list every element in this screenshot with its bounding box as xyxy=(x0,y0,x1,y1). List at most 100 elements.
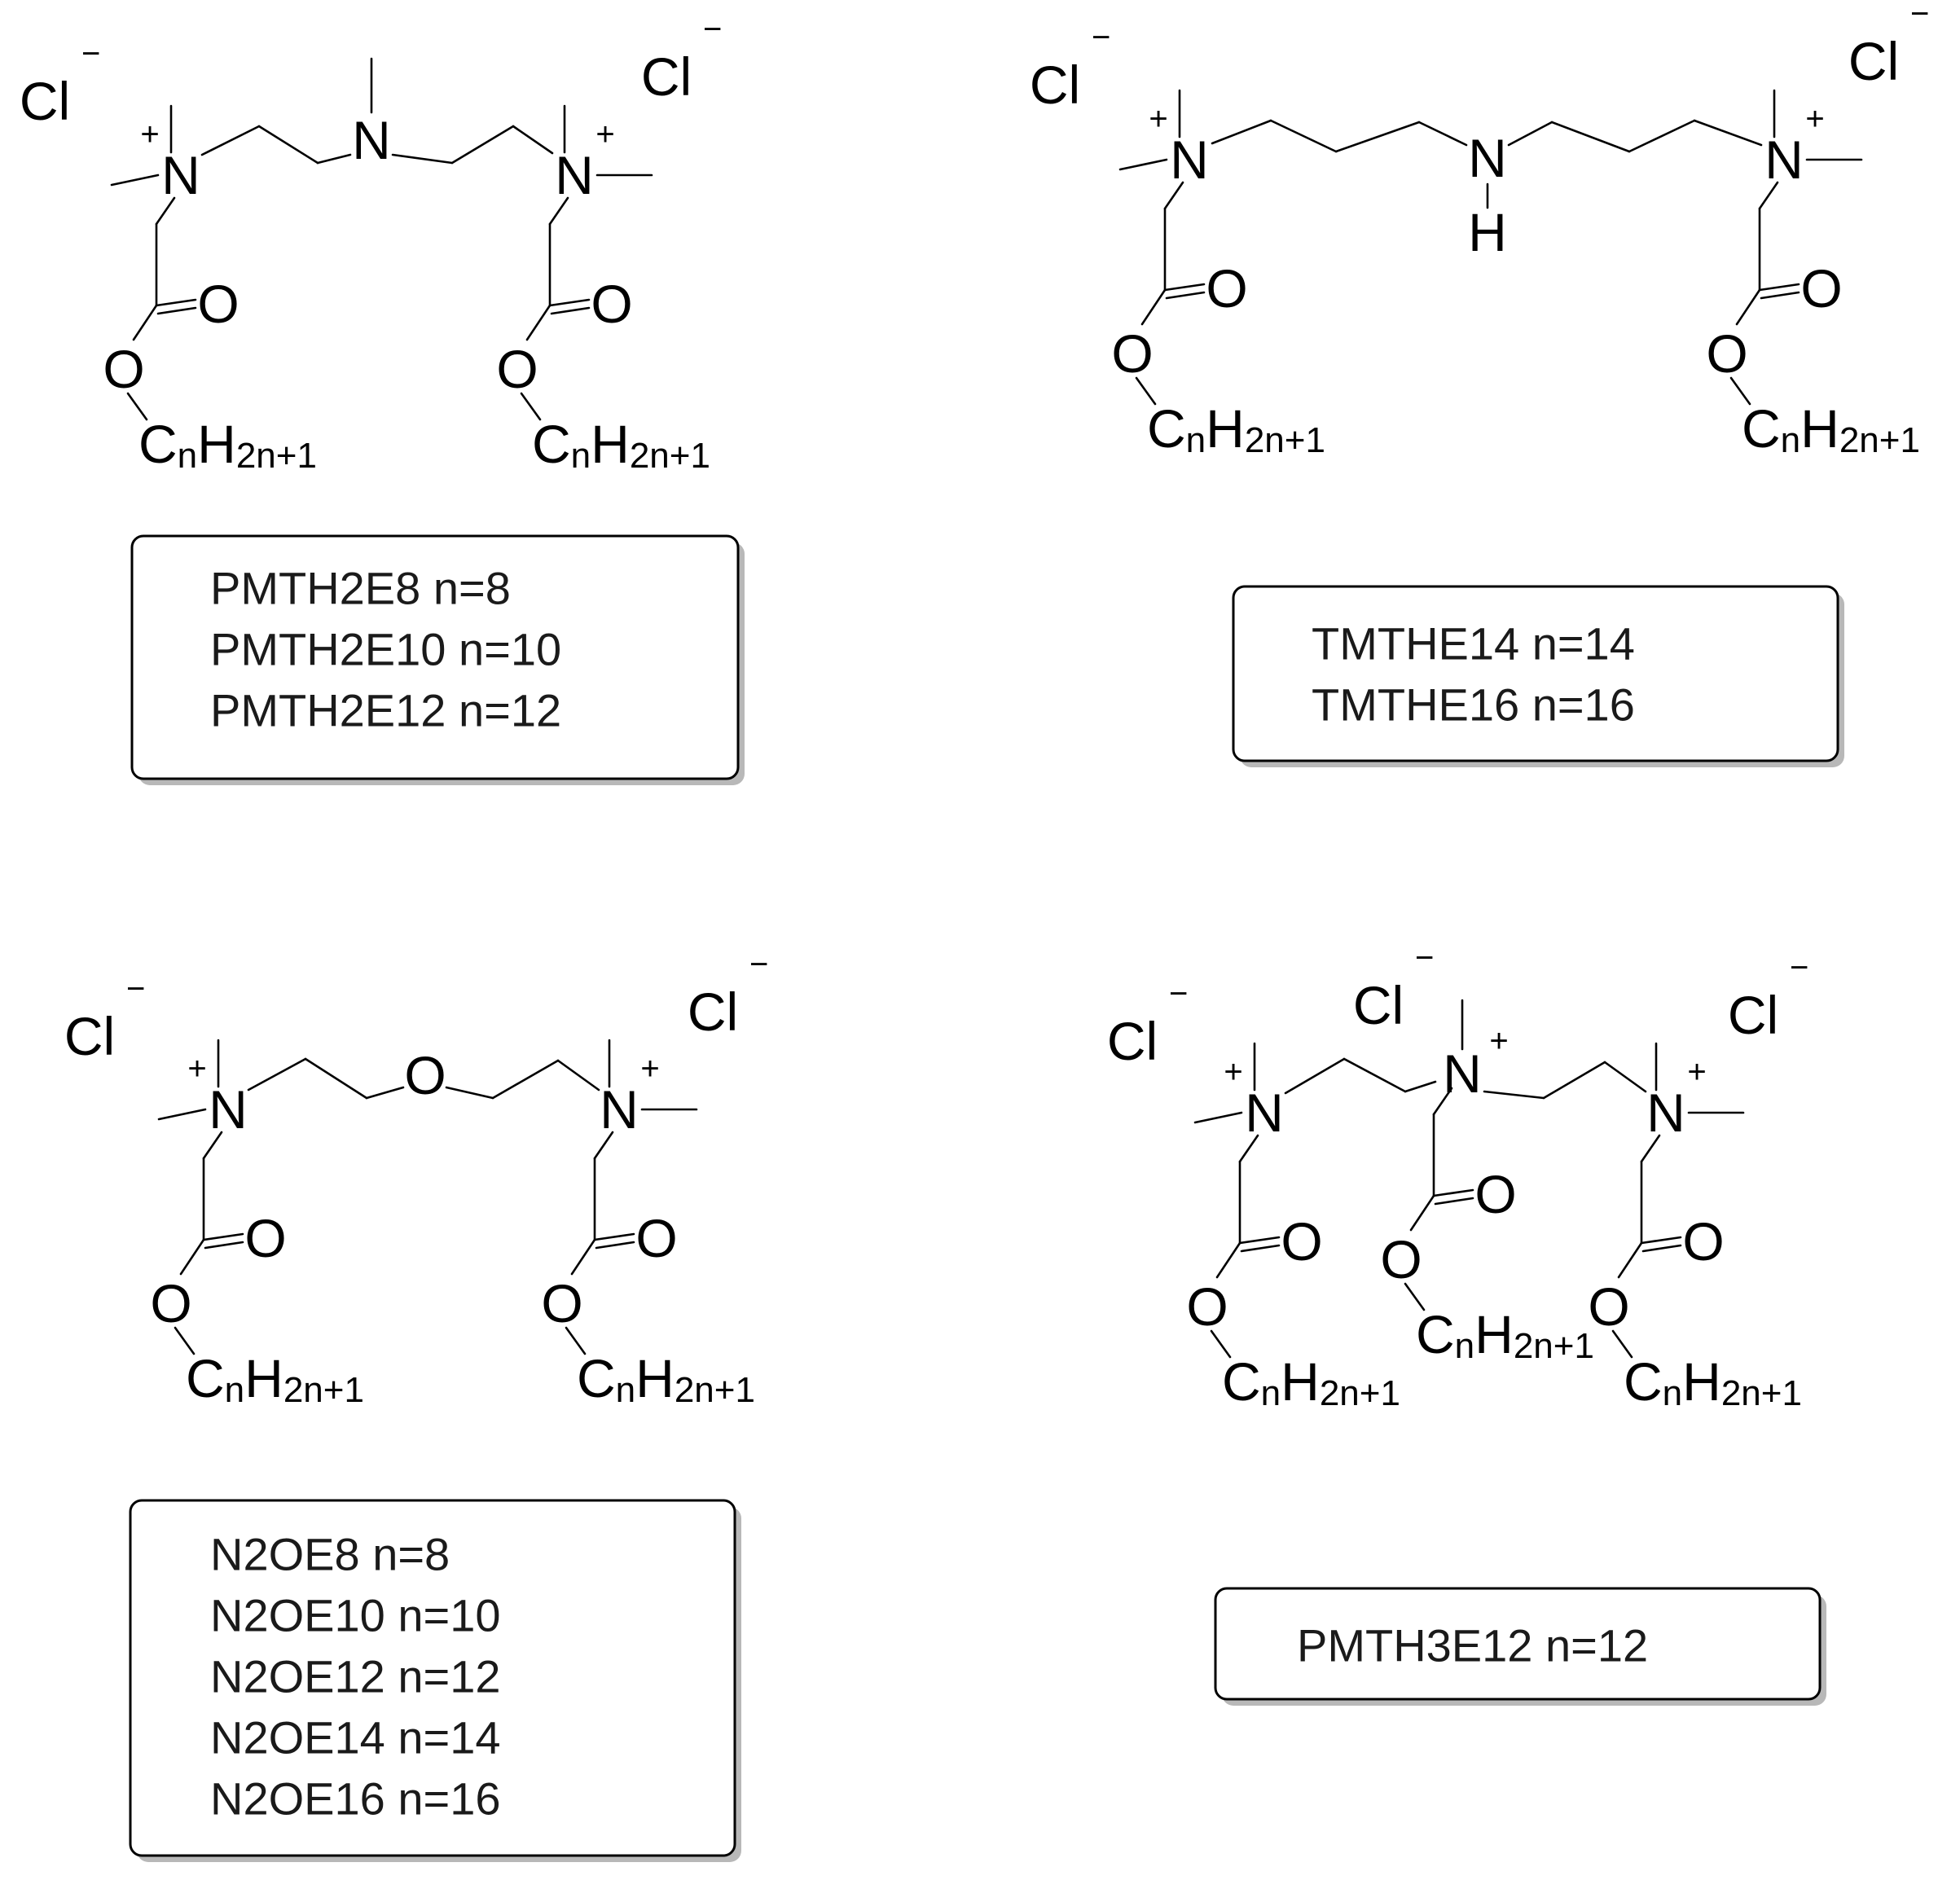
alkyl-subscript-n: n xyxy=(616,1370,635,1410)
chain-bond xyxy=(304,1057,368,1100)
quaternary-nitrogen: N xyxy=(1443,1043,1482,1104)
carbonyl-o-bond xyxy=(570,1238,596,1276)
ester-oxygen: O xyxy=(541,1273,582,1333)
negative-charge-sign: − xyxy=(703,11,722,47)
n-ch2-bond xyxy=(1432,1087,1453,1116)
carbonyl-double-bond xyxy=(1165,291,1206,300)
alkyl-subscript-2n1: 2n+1 xyxy=(1320,1373,1400,1413)
ester-oxygen: O xyxy=(496,339,538,399)
negative-charge-sign: − xyxy=(1910,0,1929,32)
positive-charge-sign: + xyxy=(140,116,159,152)
carbonyl-double-bond xyxy=(155,298,197,307)
alkyl-subscript-n: n xyxy=(1261,1373,1281,1413)
ester-oxygen: O xyxy=(1380,1229,1422,1289)
alkyl-subscript-2n1: 2n+1 xyxy=(1514,1326,1594,1366)
o-alkyl-bond xyxy=(1404,1282,1426,1311)
legend-box xyxy=(129,1499,736,1857)
alkyl-chain-label: CnH2n+1 xyxy=(1624,1351,1802,1413)
o-alkyl-bond xyxy=(1611,1329,1633,1359)
quaternary-nitrogen: N xyxy=(161,145,200,205)
carbonyl-double-bond xyxy=(1163,283,1206,292)
chloride-ion-label: Cl xyxy=(64,1006,115,1066)
ester-oxygen: O xyxy=(1706,323,1747,384)
alkyl-subscript-2n1: 2n+1 xyxy=(236,436,317,476)
quaternary-nitrogen: N xyxy=(1764,130,1804,190)
alkyl-carbon: C xyxy=(1416,1304,1455,1364)
chain-bond xyxy=(316,153,352,165)
ether-oxygen: O xyxy=(404,1045,446,1105)
chain-bond xyxy=(1693,119,1763,147)
chloride-ion-label: Cl xyxy=(20,71,70,131)
o-alkyl-bond xyxy=(520,392,542,421)
alkyl-carbon: C xyxy=(1742,398,1781,459)
alkyl-chain-label: CnH2n+1 xyxy=(577,1348,755,1410)
n-ch2-bond xyxy=(1640,1134,1661,1163)
chloride-ion-label: Cl xyxy=(641,46,692,107)
carbonyl-double-bond xyxy=(1238,1236,1281,1245)
carbonyl-o-bond xyxy=(132,304,158,341)
legend-entry: N2OE10 n=10 xyxy=(210,1590,500,1641)
legend-box xyxy=(1214,1587,1822,1701)
quaternary-nitrogen: N xyxy=(1245,1083,1284,1143)
negative-charge-sign: − xyxy=(1790,950,1808,986)
chloride-ion-label: Cl xyxy=(1848,31,1899,91)
positive-charge-sign: + xyxy=(595,116,614,152)
chain-bond xyxy=(1628,119,1696,153)
legend-pmth3e: PMTH3E12 n=12 xyxy=(1214,1587,1826,1706)
n-methyl-bond xyxy=(110,174,160,187)
carbonyl-double-bond xyxy=(548,298,591,307)
alkyl-hydrogen: H xyxy=(1281,1351,1320,1412)
carbonyl-double-bond xyxy=(202,1232,244,1241)
alkyl-hydrogen: H xyxy=(244,1348,283,1408)
chain-bond xyxy=(1269,119,1338,153)
alkyl-hydrogen: H xyxy=(591,414,630,474)
n-methyl-bond xyxy=(157,1108,207,1121)
carbonyl-o-bond xyxy=(1735,288,1761,326)
legend-box xyxy=(1232,585,1839,762)
alkyl-subscript-n: n xyxy=(1663,1373,1682,1413)
carbonyl-o-bond xyxy=(179,1238,205,1276)
legend-entry: PMTH2E12 n=12 xyxy=(210,685,561,736)
o-alkyl-bond xyxy=(174,1326,196,1355)
negative-charge-sign: − xyxy=(1092,20,1110,55)
carbonyl-double-bond xyxy=(1240,1244,1281,1253)
alkyl-subscript-n: n xyxy=(1781,420,1800,460)
carbonyl-double-bond xyxy=(595,1241,635,1250)
chain-bond xyxy=(1417,121,1468,147)
chain-bond xyxy=(1334,121,1421,153)
carbonyl-oxygen: O xyxy=(197,274,239,334)
quaternary-nitrogen: N xyxy=(600,1079,639,1140)
alkyl-subscript-n: n xyxy=(1186,420,1206,460)
carbonyl-o-bond xyxy=(1215,1241,1241,1279)
chain-bond xyxy=(1483,1090,1545,1100)
ester-oxygen: O xyxy=(150,1273,191,1333)
chain-bond xyxy=(1284,1057,1346,1095)
carbonyl-oxygen: O xyxy=(1474,1164,1516,1224)
chain-bond xyxy=(247,1057,307,1092)
o-alkyl-bond xyxy=(1210,1329,1232,1359)
legend-entry: N2OE8 n=8 xyxy=(210,1529,450,1580)
negative-charge-sign: − xyxy=(1169,976,1188,1012)
n-ch2-bond xyxy=(1758,181,1779,210)
alkyl-subscript-n: n xyxy=(225,1370,244,1410)
ester-oxygen: O xyxy=(1111,323,1153,384)
chain-bond xyxy=(365,1086,405,1100)
alkyl-chain-label: CnH2n+1 xyxy=(1147,398,1325,460)
chain-bond xyxy=(1542,1061,1606,1100)
carbonyl-oxygen: O xyxy=(1800,258,1842,318)
alkyl-chain-label: CnH2n+1 xyxy=(1222,1351,1400,1413)
quaternary-nitrogen: N xyxy=(555,145,594,205)
legend-entry: N2OE12 n=12 xyxy=(210,1651,500,1702)
carbonyl-double-bond xyxy=(550,306,591,315)
n-ch2-bond xyxy=(155,196,176,226)
amine-hydrogen: H xyxy=(1468,202,1507,262)
negative-charge-sign: − xyxy=(749,947,768,982)
positive-charge-sign: + xyxy=(1489,1023,1508,1059)
carbonyl-double-bond xyxy=(1432,1188,1474,1197)
alkyl-subscript-2n1: 2n+1 xyxy=(630,436,710,476)
alkyl-chain-label: CnH2n+1 xyxy=(532,414,710,476)
alkyl-hydrogen: H xyxy=(635,1348,675,1408)
ester-oxygen: O xyxy=(103,339,144,399)
